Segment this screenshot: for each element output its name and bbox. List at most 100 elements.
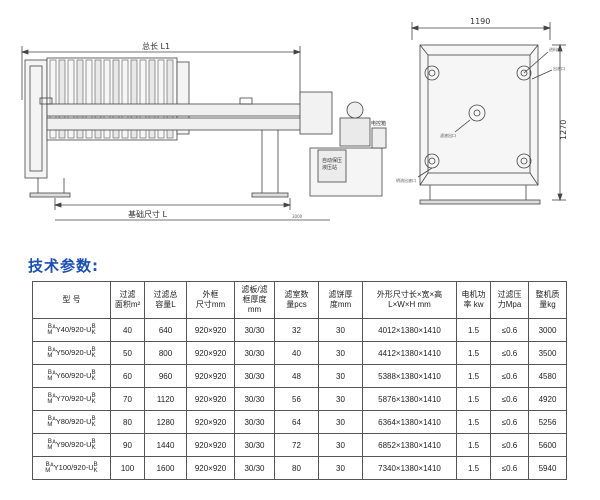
- filter-plate: [58, 59, 66, 139]
- model-prefix-sup: A: [52, 370, 56, 377]
- filter-plate: [130, 59, 138, 139]
- cell-cake: 30: [318, 387, 363, 411]
- cell-pressure: ≤0.6: [490, 387, 529, 411]
- cell-thickness: 30/30: [234, 433, 275, 457]
- cell-cake: 30: [318, 318, 363, 342]
- cell-chambers: 48: [274, 364, 319, 388]
- cell-power: 1.5: [456, 433, 491, 457]
- cell-dims: 5388×1380×1410: [362, 364, 457, 388]
- filter-plate: [85, 59, 93, 139]
- cell-power: 1.5: [456, 341, 491, 365]
- callout-open-flow: 明流出液口: [396, 177, 416, 183]
- filter-plate: [157, 59, 165, 139]
- table-header-cell: 过滤总容量L: [144, 281, 187, 319]
- cell-thickness: 30/30: [234, 456, 275, 480]
- cell-thickness: 30/30: [234, 387, 275, 411]
- cell-chambers: 40: [274, 341, 319, 365]
- model-name: Y40/920-U: [55, 324, 92, 334]
- model-prefix-sup: A: [52, 393, 56, 400]
- model-prefix-sup: A: [52, 416, 56, 423]
- cell-thickness: 30/30: [234, 318, 275, 342]
- table-header-cell: 外框尺寸mm: [186, 281, 235, 319]
- label-small-dim: 3000: [292, 214, 303, 219]
- label-hydraulic-box: 自动保压液压站: [322, 157, 342, 171]
- cell-area: 70: [110, 387, 145, 411]
- cell-dims: 4412×1380×1410: [362, 341, 457, 365]
- filter-plate: [103, 59, 111, 139]
- cell-area: 60: [110, 364, 145, 388]
- cell-weight: 4580: [528, 364, 567, 388]
- label-side-height: 1270: [559, 120, 568, 140]
- side-beam: [46, 103, 328, 117]
- cell-frame: 920×920: [186, 387, 235, 411]
- model-name: Y70/920-U: [55, 393, 92, 403]
- table-header-cell: 过滤压力Mpa: [490, 281, 529, 319]
- model-name: Y90/920-U: [55, 439, 92, 449]
- cell-volume: 960: [144, 364, 187, 388]
- filter-plate: [148, 59, 156, 139]
- cell-dims: 6364×1380×1410: [362, 410, 457, 434]
- cell-volume: 1280: [144, 410, 187, 434]
- table-header-cell: 电机功率 kw: [456, 281, 491, 319]
- head-plate: [24, 59, 48, 179]
- cell-cake: 30: [318, 410, 363, 434]
- cell-pressure: ≤0.6: [490, 364, 529, 388]
- cell-pressure: ≤0.6: [490, 433, 529, 457]
- cell-cake: 30: [318, 433, 363, 457]
- engineering-drawing: 总长 L1 基础尺寸 L 3000 自动保压液压站 电控箱 1190 1270 …: [20, 17, 568, 221]
- cell-thickness: 30/30: [234, 341, 275, 365]
- label-base-size: 基础尺寸 L: [128, 209, 168, 219]
- cell-volume: 640: [144, 318, 187, 342]
- cell-frame: 920×920: [186, 318, 235, 342]
- filter-plate: [49, 59, 57, 139]
- cylinder-support: [299, 91, 333, 135]
- filter-plate: [76, 59, 84, 139]
- cell-power: 1.5: [456, 387, 491, 411]
- cell-pressure: ≤0.6: [490, 410, 529, 434]
- cell-dims: 7340×1380×1410: [362, 456, 457, 480]
- cell-chambers: 72: [274, 433, 319, 457]
- filter-plate: [121, 59, 129, 139]
- cell-weight: 5940: [528, 456, 567, 480]
- cell-frame: 920×920: [186, 364, 235, 388]
- callout-inlet: 进料口: [549, 46, 561, 52]
- port-bottom-right: [516, 153, 532, 169]
- cell-weight: 3500: [528, 341, 567, 365]
- cell-volume: 1440: [144, 433, 187, 457]
- hydraulic-motor: [339, 117, 371, 147]
- section-title: 技术参数:: [28, 257, 99, 275]
- cell-cake: 30: [318, 456, 363, 480]
- filter-plate: [166, 59, 174, 139]
- table-header-cell: 型 号: [32, 281, 111, 319]
- cell-area: 50: [110, 341, 145, 365]
- table-header-cell: 整机质量kg: [528, 281, 567, 319]
- cell-area: 40: [110, 318, 145, 342]
- port-center: [468, 104, 486, 122]
- model-name: Y50/920-U: [55, 347, 92, 357]
- cell-weight: 5256: [528, 410, 567, 434]
- cell-thickness: 30/30: [234, 364, 275, 388]
- table-header-cell: 过滤面积m²: [110, 281, 145, 319]
- filter-plate: [94, 59, 102, 139]
